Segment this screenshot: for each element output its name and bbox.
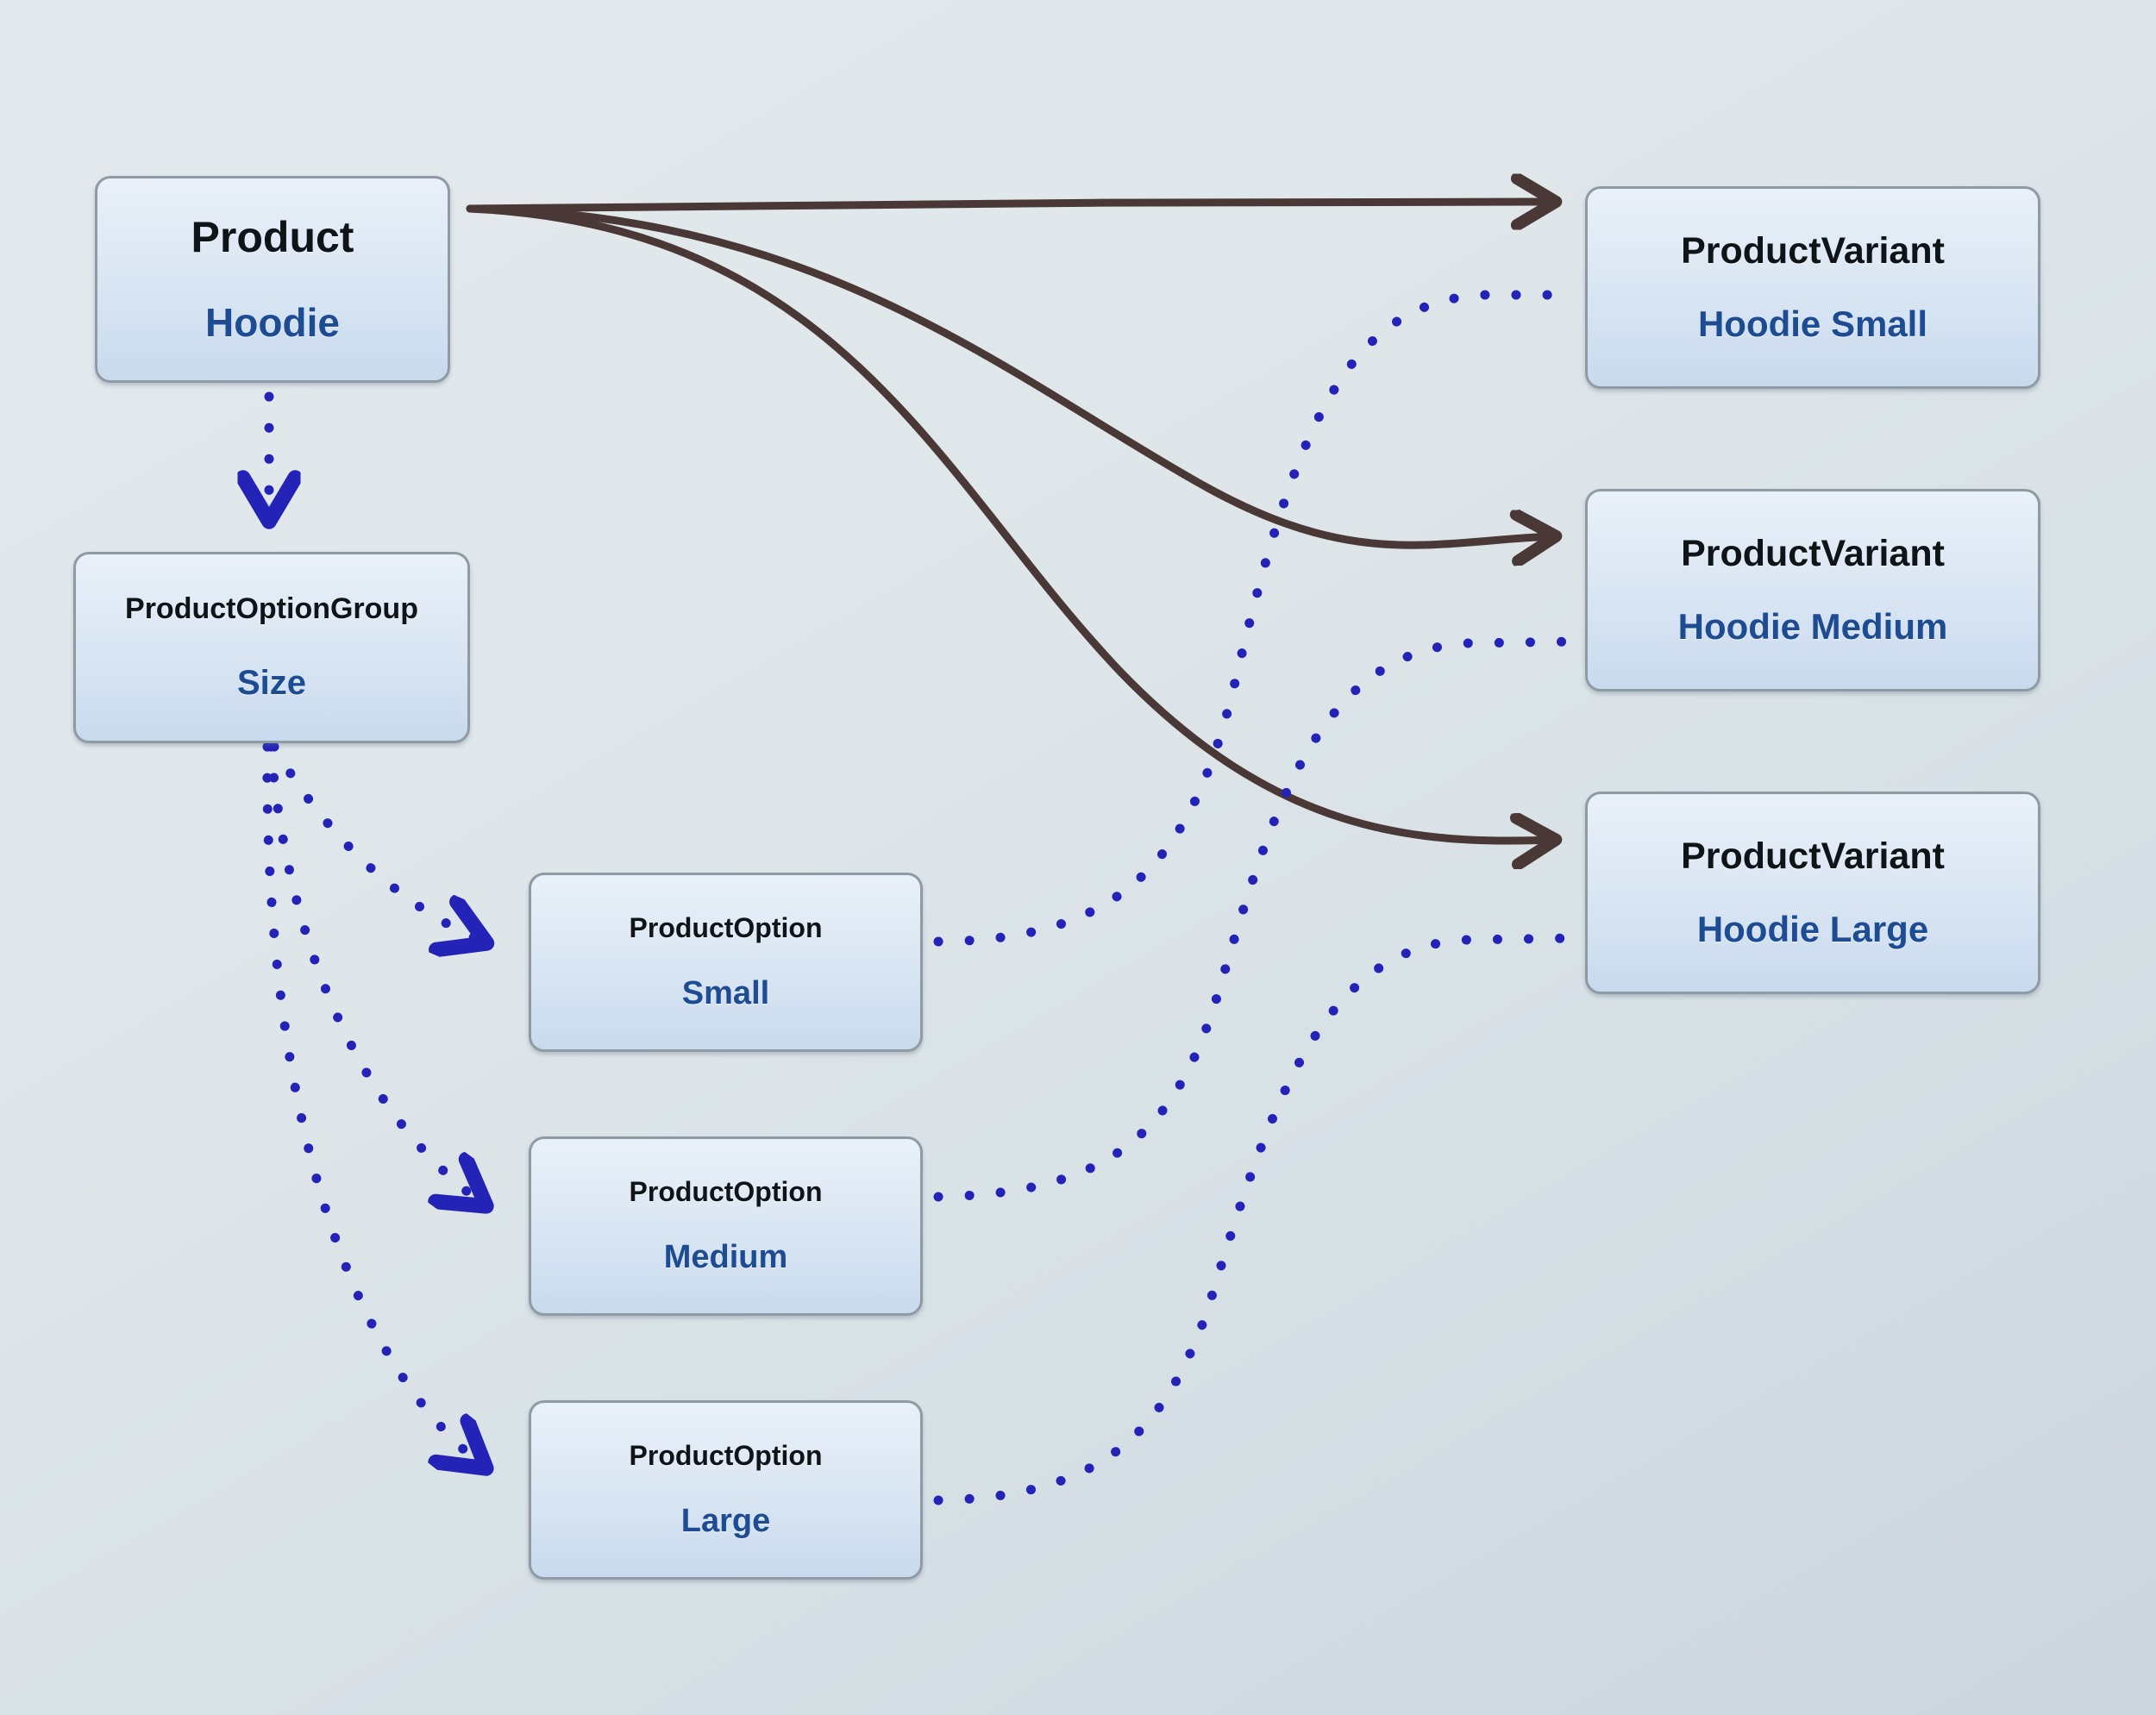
node-product-variant-hoodie-medium[interactable]: ProductVariant Hoodie Medium [1585, 489, 2040, 692]
edge-option-group-to-option-medium [266, 742, 483, 1204]
node-product-variant-hoodie-small-value: Hoodie Small [1697, 304, 1928, 345]
node-product[interactable]: Product Hoodie [95, 176, 450, 383]
node-product-type: Product [191, 213, 354, 262]
edge-option-medium-to-variant-medium [933, 636, 1582, 1202]
node-product-option-group-type: ProductOptionGroup [125, 592, 418, 626]
node-product-option-small-value: Small [681, 974, 770, 1011]
node-product-option-medium[interactable]: ProductOption Medium [529, 1136, 923, 1316]
node-product-option-group-value: Size [236, 663, 307, 702]
node-product-option-small[interactable]: ProductOption Small [529, 873, 923, 1052]
edge-product-to-variant-medium [466, 204, 1552, 545]
node-product-option-large-value: Large [680, 1502, 771, 1539]
edge-product-to-variant-small [466, 202, 1552, 209]
node-product-variant-hoodie-large-value: Hoodie Large [1696, 909, 1929, 950]
node-product-variant-hoodie-large[interactable]: ProductVariant Hoodie Large [1585, 792, 2040, 994]
edge-option-group-to-option-small [269, 742, 483, 942]
node-product-option-large-type: ProductOption [629, 1439, 823, 1471]
edge-option-small-to-variant-small [933, 290, 1582, 947]
edge-option-large-to-variant-large [933, 933, 1582, 1505]
node-product-variant-hoodie-medium-value: Hoodie Medium [1677, 606, 1948, 648]
node-product-variant-hoodie-large-type: ProductVariant [1681, 835, 1945, 877]
node-product-variant-hoodie-small[interactable]: ProductVariant Hoodie Small [1585, 186, 2040, 389]
node-product-option-small-type: ProductOption [629, 911, 823, 943]
node-product-variant-hoodie-medium-type: ProductVariant [1681, 532, 1945, 574]
node-product-value: Hoodie [205, 300, 340, 346]
node-product-option-medium-type: ProductOption [629, 1175, 823, 1207]
node-product-option-medium-value: Medium [663, 1238, 788, 1275]
edge-product-to-variant-large [466, 204, 1552, 841]
edge-option-group-to-option-large [262, 742, 483, 1466]
node-product-option-large[interactable]: ProductOption Large [529, 1400, 923, 1580]
node-product-variant-hoodie-small-type: ProductVariant [1681, 229, 1945, 272]
node-product-option-group[interactable]: ProductOptionGroup Size [73, 552, 470, 743]
